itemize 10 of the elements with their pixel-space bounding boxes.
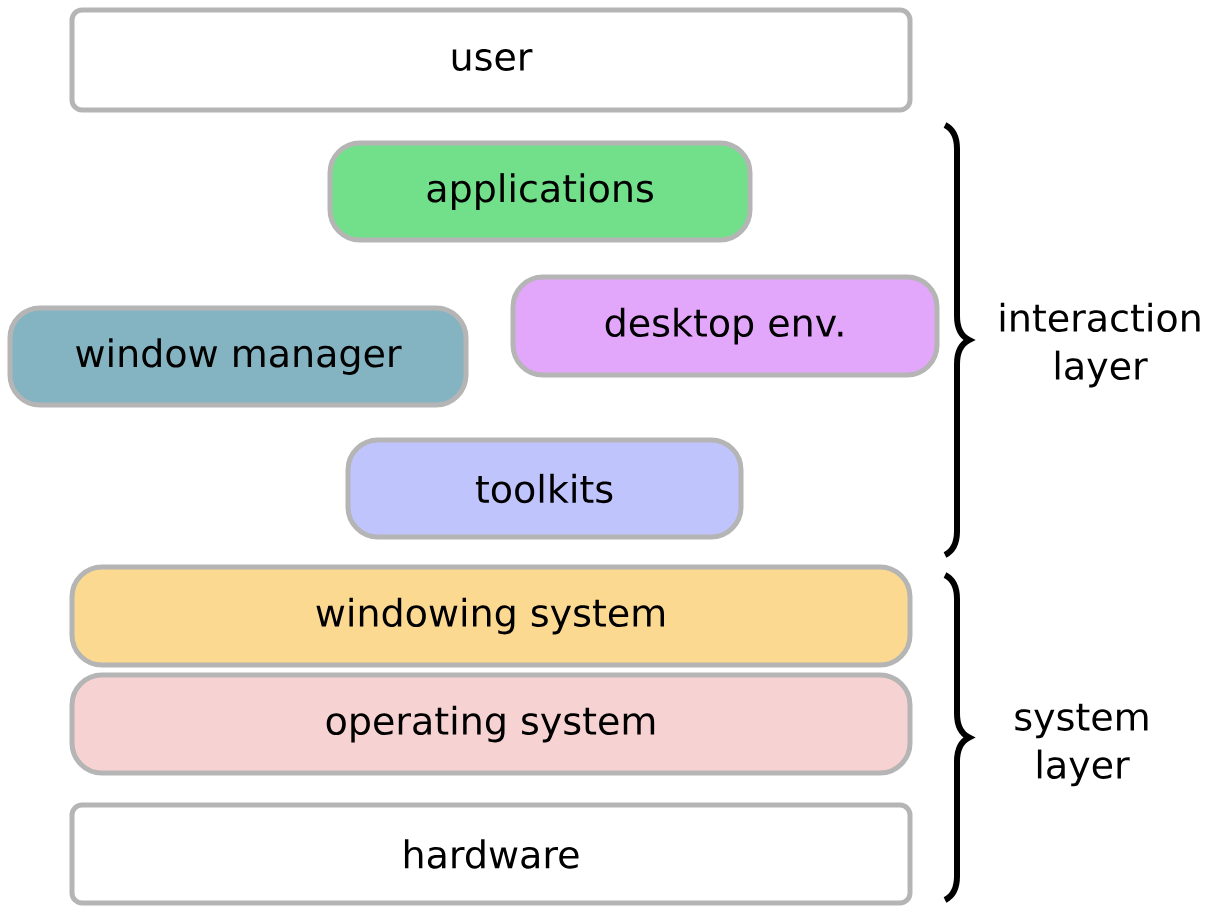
component-box: window manager <box>7 305 469 408</box>
layer-box: hardware <box>69 802 913 906</box>
component-box: applications <box>327 140 753 243</box>
component-box: desktop env. <box>510 274 940 378</box>
component-box: windowing system <box>69 564 913 668</box>
component-box: toolkits <box>345 437 744 540</box>
layer-label: interaction layer <box>1000 302 1200 388</box>
component-box: operating system <box>69 672 913 776</box>
layer-box: user <box>69 7 913 113</box>
layer-label: system layer <box>1015 703 1148 787</box>
